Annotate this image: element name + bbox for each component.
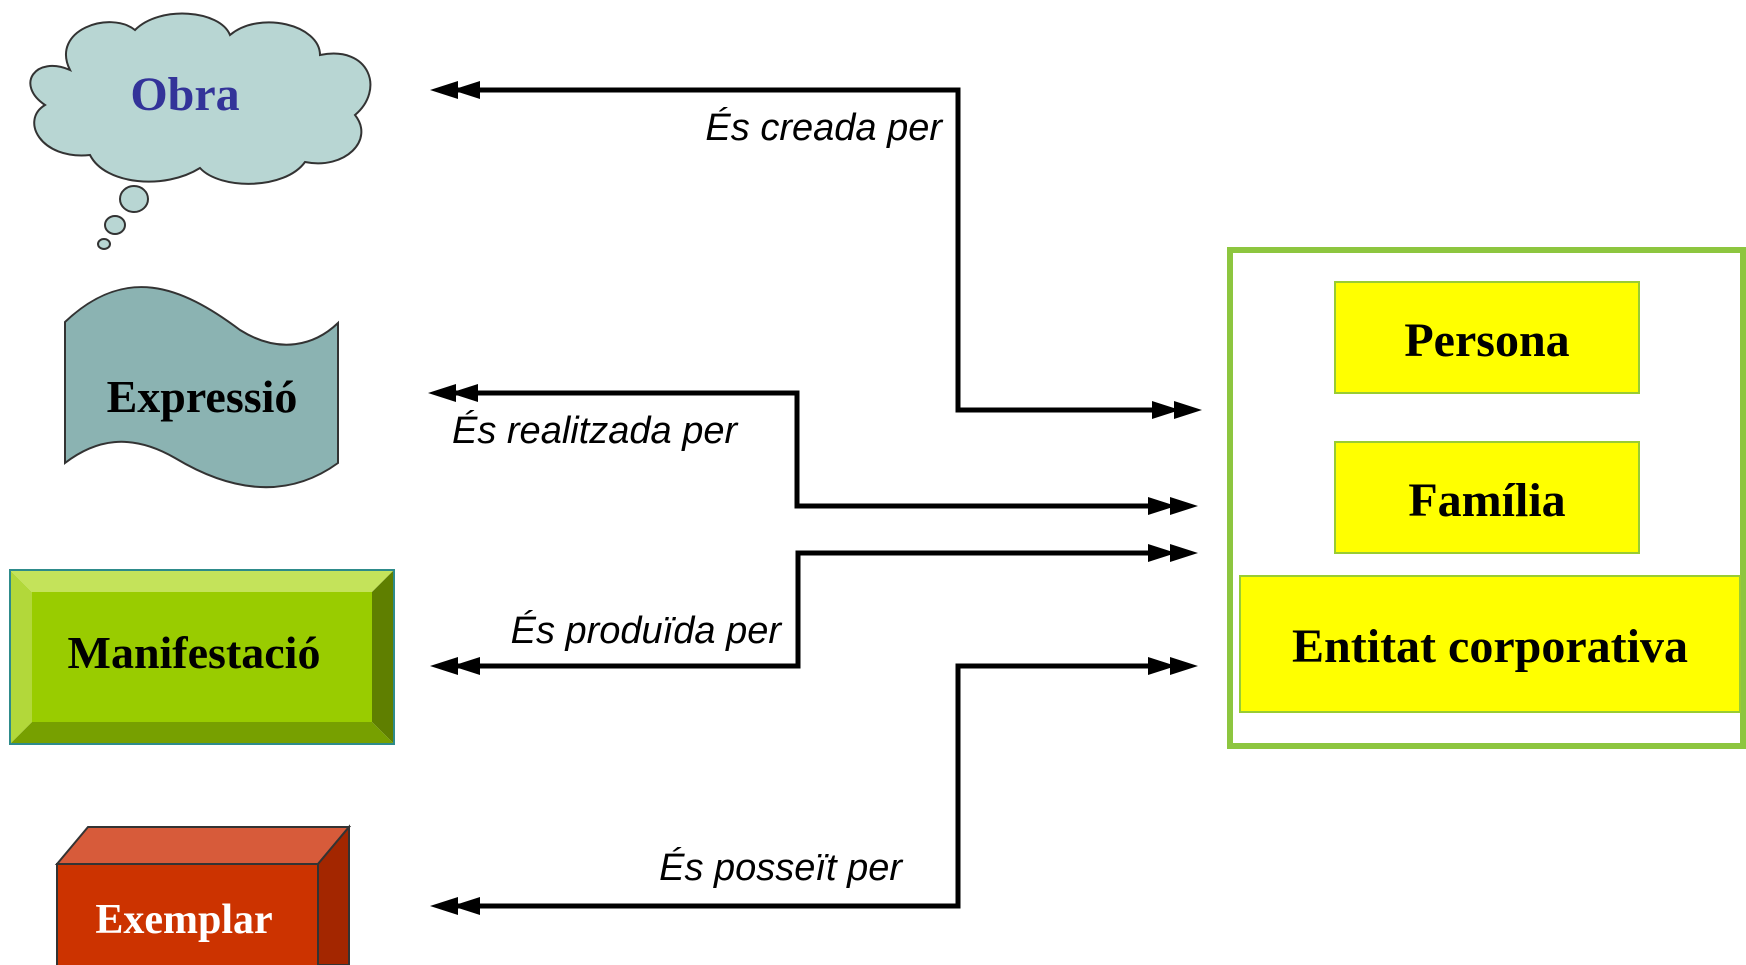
arrow-exemplar-icon bbox=[430, 897, 458, 915]
creada-connector bbox=[455, 87, 1165, 413]
arrow-agent-3-icon bbox=[1170, 544, 1198, 562]
entitat-box: Entitat corporativa bbox=[1239, 575, 1741, 713]
arrow-expressio-icon bbox=[428, 384, 456, 402]
arrow-agent-4-icon bbox=[1170, 657, 1198, 675]
arrow-exemplar-2-icon bbox=[452, 897, 480, 915]
realitzada-label: És realitzada per bbox=[452, 409, 738, 452]
produida-label: És produïda per bbox=[511, 609, 783, 652]
exemplar-cube: Exemplar bbox=[54, 824, 352, 965]
manifestacio-label: Manifestació bbox=[68, 627, 321, 678]
arrow-agent-1-icon bbox=[1174, 401, 1202, 419]
produida-connector bbox=[455, 550, 1160, 669]
agents-group: Persona Família Entitat corporativa bbox=[1227, 247, 1746, 749]
arrow-expressio-2-icon bbox=[450, 384, 478, 402]
arrow-obra-icon bbox=[430, 81, 458, 99]
obra-label: Obra bbox=[130, 68, 239, 121]
familia-label: Família bbox=[1408, 474, 1565, 527]
arrow-agent-3b-icon bbox=[1148, 544, 1176, 562]
arrow-obra-2-icon bbox=[452, 81, 480, 99]
expressio-banner: Expressió bbox=[64, 286, 339, 489]
realitzada-connector bbox=[450, 390, 1160, 509]
arrowheads bbox=[428, 81, 1202, 915]
entitat-label: Entitat corporativa bbox=[1292, 620, 1688, 673]
arrow-manifestacio-icon bbox=[430, 657, 458, 675]
posseit-connector bbox=[455, 663, 1160, 909]
persona-label: Persona bbox=[1404, 314, 1569, 367]
arrow-agent-1b-icon bbox=[1152, 401, 1180, 419]
expressio-label: Expressió bbox=[107, 371, 298, 422]
familia-box: Família bbox=[1334, 441, 1640, 554]
arrow-agent-2-icon bbox=[1170, 497, 1198, 515]
creada-label: És creada per bbox=[705, 106, 943, 149]
manifestacio-box: Manifestació bbox=[9, 569, 395, 745]
arrow-agent-4b-icon bbox=[1148, 657, 1176, 675]
obra-cloud: Obra bbox=[29, 12, 372, 250]
exemplar-label: Exemplar bbox=[95, 897, 272, 943]
arrow-manifestacio-2-icon bbox=[452, 657, 480, 675]
arrow-agent-2b-icon bbox=[1148, 497, 1176, 515]
posseit-label: És posseït per bbox=[659, 846, 903, 889]
persona-box: Persona bbox=[1334, 281, 1640, 394]
